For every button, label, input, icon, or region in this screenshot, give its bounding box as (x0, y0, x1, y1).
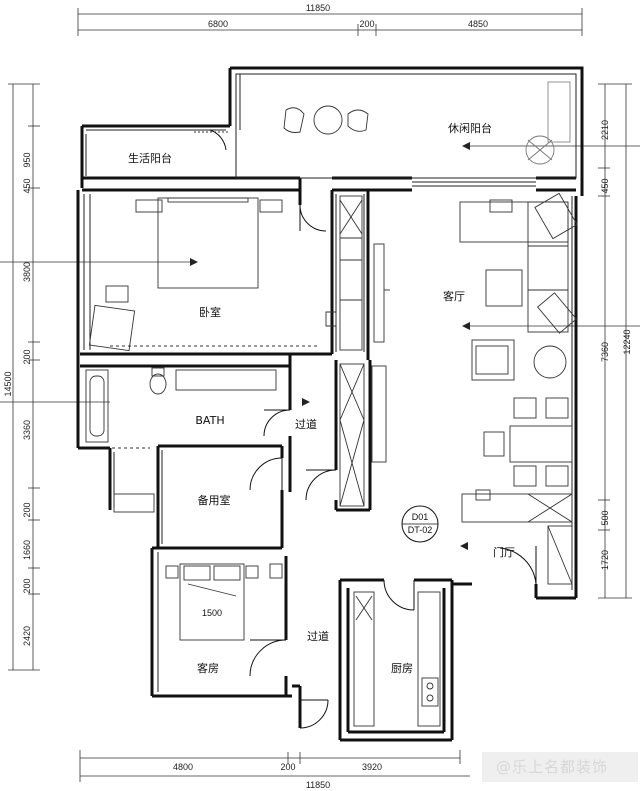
dim-right-5: 1720 (600, 550, 610, 570)
dim-top-total: 11850 (306, 3, 330, 13)
dim-left-total: 14500 (3, 371, 13, 396)
dim-left-5: 3360 (22, 420, 32, 440)
dim-left-9: 2420 (22, 626, 32, 646)
dim-right-total: 12240 (622, 329, 632, 354)
view-tag-top: D01 (412, 512, 429, 522)
dim-right-4: 500 (600, 510, 610, 525)
dim-right-2: 450 (600, 178, 610, 193)
room-label-corridor-1: 过道 (295, 417, 317, 431)
dim-top-left: 6800 (208, 19, 228, 29)
view-tag-bottom: DT-02 (408, 525, 433, 535)
dim-bottom-left: 4800 (173, 762, 193, 772)
walls (76, 66, 584, 742)
view-tag (401, 505, 439, 543)
room-label-spare-room: 备用室 (198, 493, 231, 507)
dim-right-3: 7360 (600, 342, 610, 362)
dim-top-right: 4850 (468, 19, 488, 29)
room-label-bath: BATH (195, 414, 224, 427)
section-arrow-heads (190, 142, 470, 550)
dim-left-8: 200 (22, 578, 32, 593)
room-label-living-room: 客厅 (443, 289, 465, 303)
furniture (85, 81, 578, 727)
room-label-entrance: 门厅 (493, 545, 515, 559)
dim-bottom-right: 3920 (362, 762, 382, 772)
wall-inner-lines (83, 73, 577, 692)
room-label-corridor-2: 过道 (307, 629, 329, 643)
watermark: @乐上名都装饰 (482, 752, 638, 782)
doors (209, 129, 537, 729)
room-label-service-balcony: 生活阳台 (128, 151, 172, 165)
dim-left-6: 200 (22, 502, 32, 517)
room-label-kitchen: 厨房 (391, 662, 413, 675)
dimension-lines (0, 8, 640, 782)
room-label-bedroom: 卧室 (199, 305, 221, 319)
dim-left-2: 450 (22, 178, 32, 193)
dim-left-7: 1660 (22, 540, 32, 560)
dim-left-1: 950 (22, 152, 32, 167)
dim-bottom-total: 11850 (306, 780, 330, 790)
room-label-leisure-balcony: 休闲阳台 (448, 121, 492, 135)
bed-size-label: 1500 (202, 608, 222, 618)
dim-left-3: 3800 (22, 262, 32, 282)
dim-left-4: 200 (22, 349, 32, 364)
dim-top-mid: 200 (359, 19, 374, 29)
dim-bottom-mid: 200 (280, 762, 295, 772)
dim-right-1: 2210 (600, 120, 610, 140)
room-label-guest-room: 客房 (197, 661, 219, 675)
